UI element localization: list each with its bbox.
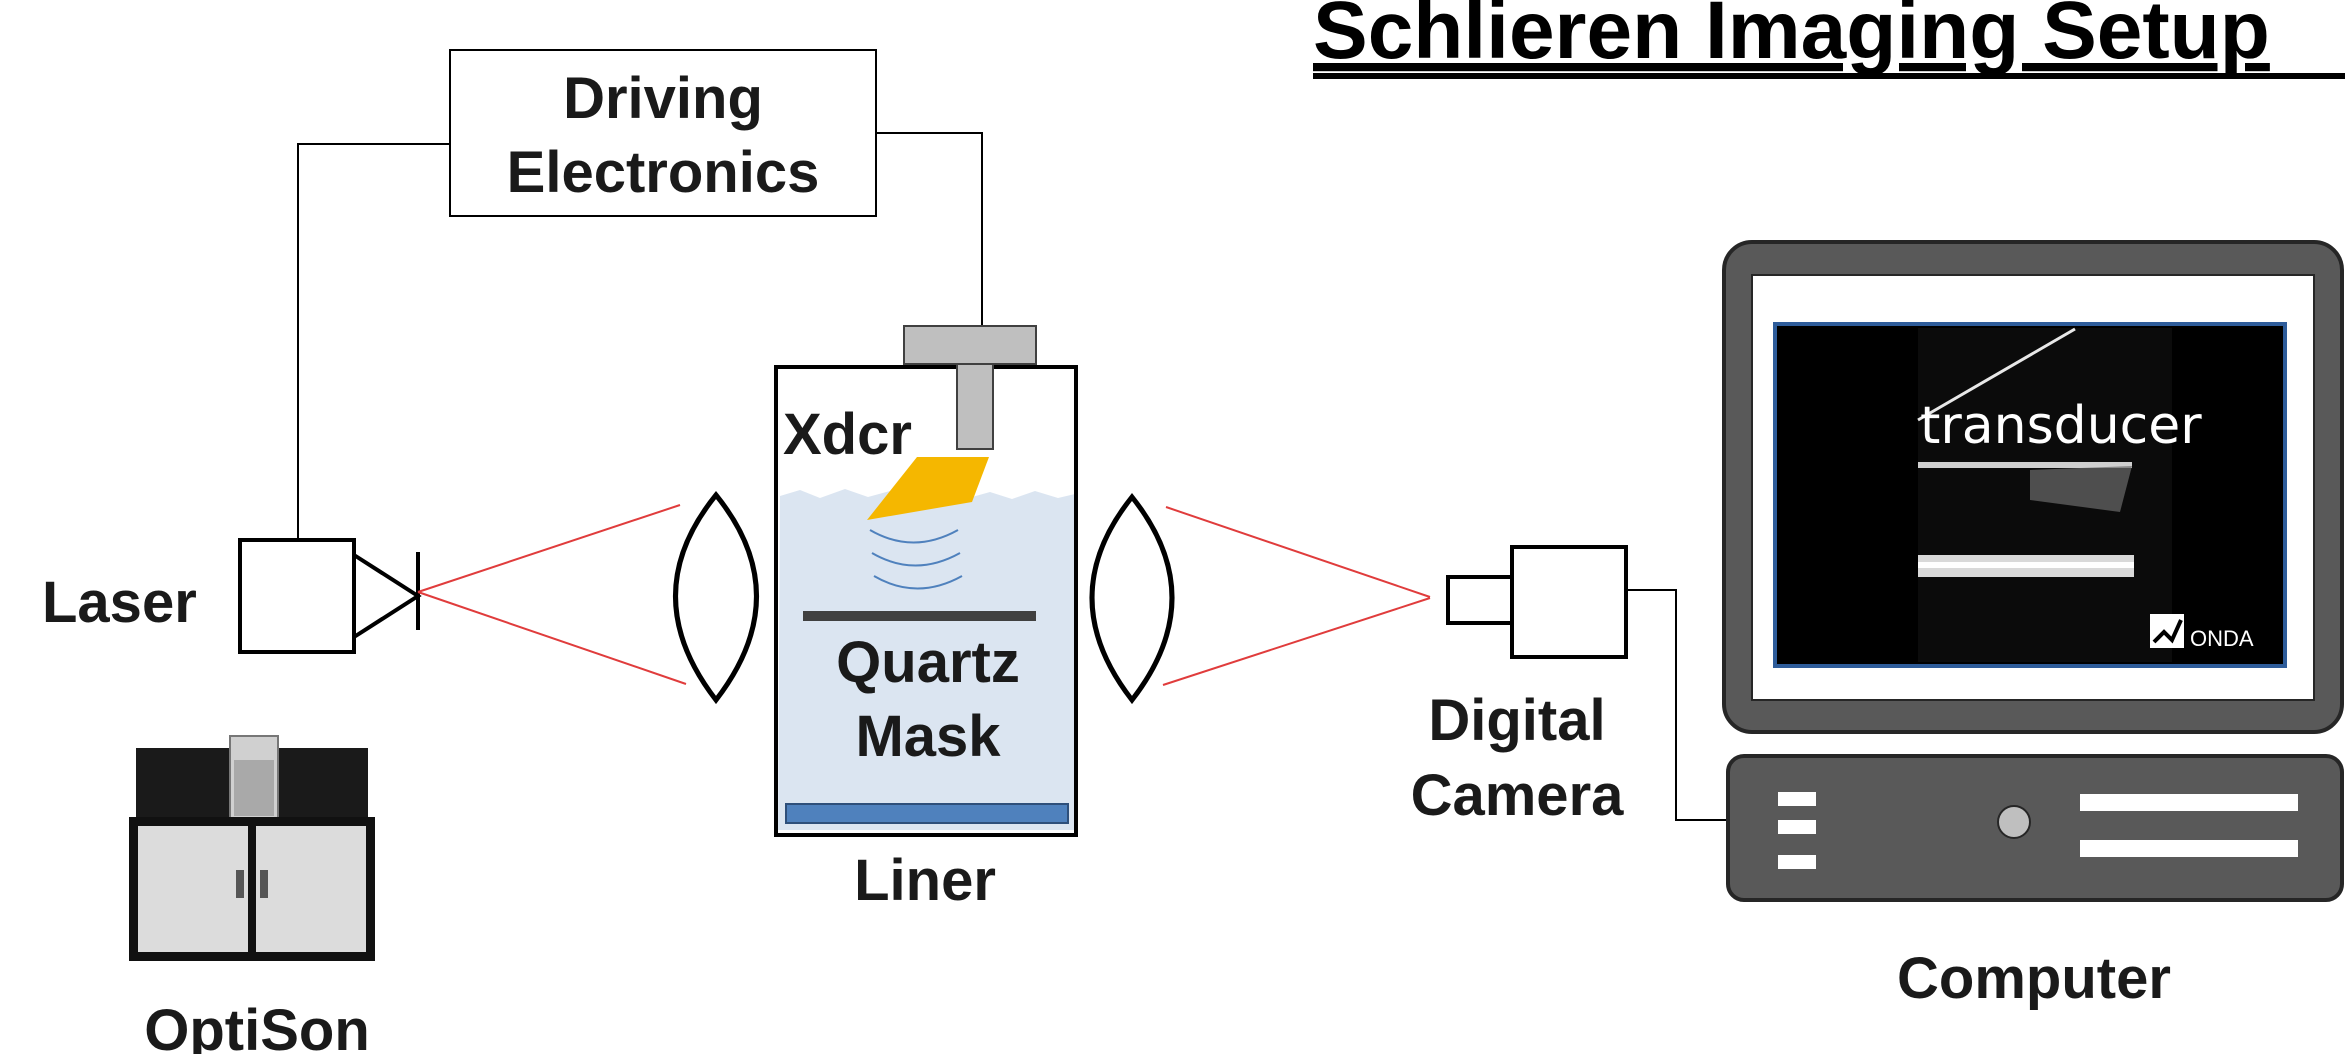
transducer-beam-icon <box>867 457 989 520</box>
quartz-label-1: Quartz <box>836 630 1020 695</box>
water-tank: Liner <box>774 365 1078 913</box>
diagram-title: Schlieren Imaging Setup <box>1313 0 2270 76</box>
lens-2 <box>1089 492 1175 705</box>
digital-camera: Digital Camera <box>1411 545 1628 828</box>
lens-1 <box>673 491 759 705</box>
computer-label: Computer <box>1897 946 2171 1011</box>
sound-waves-icon <box>869 529 963 590</box>
camera-label-2: Camera <box>1411 763 1625 828</box>
transducer: Xdcr <box>783 325 1037 520</box>
laser-label: Laser <box>42 570 197 635</box>
liner-label: Liner <box>854 848 996 913</box>
power-button-icon <box>1997 805 2031 839</box>
driving-electronics-label-2: Electronics <box>507 140 820 205</box>
computer-monitor: transducer ONDA <box>1722 240 2344 734</box>
wire-electronics-transducer <box>876 132 983 325</box>
wire-camera-computer <box>1628 589 1728 821</box>
driving-electronics-box: Driving Electronics <box>449 49 877 217</box>
optison-label: OptiSon <box>144 998 370 1054</box>
screen-caption: transducer <box>1920 396 2202 456</box>
wire-electronics-laser <box>297 143 450 540</box>
laser-beam <box>417 504 687 685</box>
optison-device: OptiSon <box>129 735 375 1054</box>
onda-brand: ONDA <box>2190 626 2254 651</box>
laser: Laser <box>42 538 422 654</box>
quartz-mask: Quartz Mask <box>803 611 1036 769</box>
driving-electronics-label-1: Driving <box>563 66 763 131</box>
camera-beam <box>1162 506 1431 686</box>
onda-logo-icon: ONDA <box>2150 614 2254 651</box>
xdcr-label: Xdcr <box>783 402 912 467</box>
camera-label-1: Digital <box>1428 688 1605 753</box>
computer-base: Computer <box>1726 754 2344 1011</box>
quartz-label-2: Mask <box>855 704 1001 769</box>
